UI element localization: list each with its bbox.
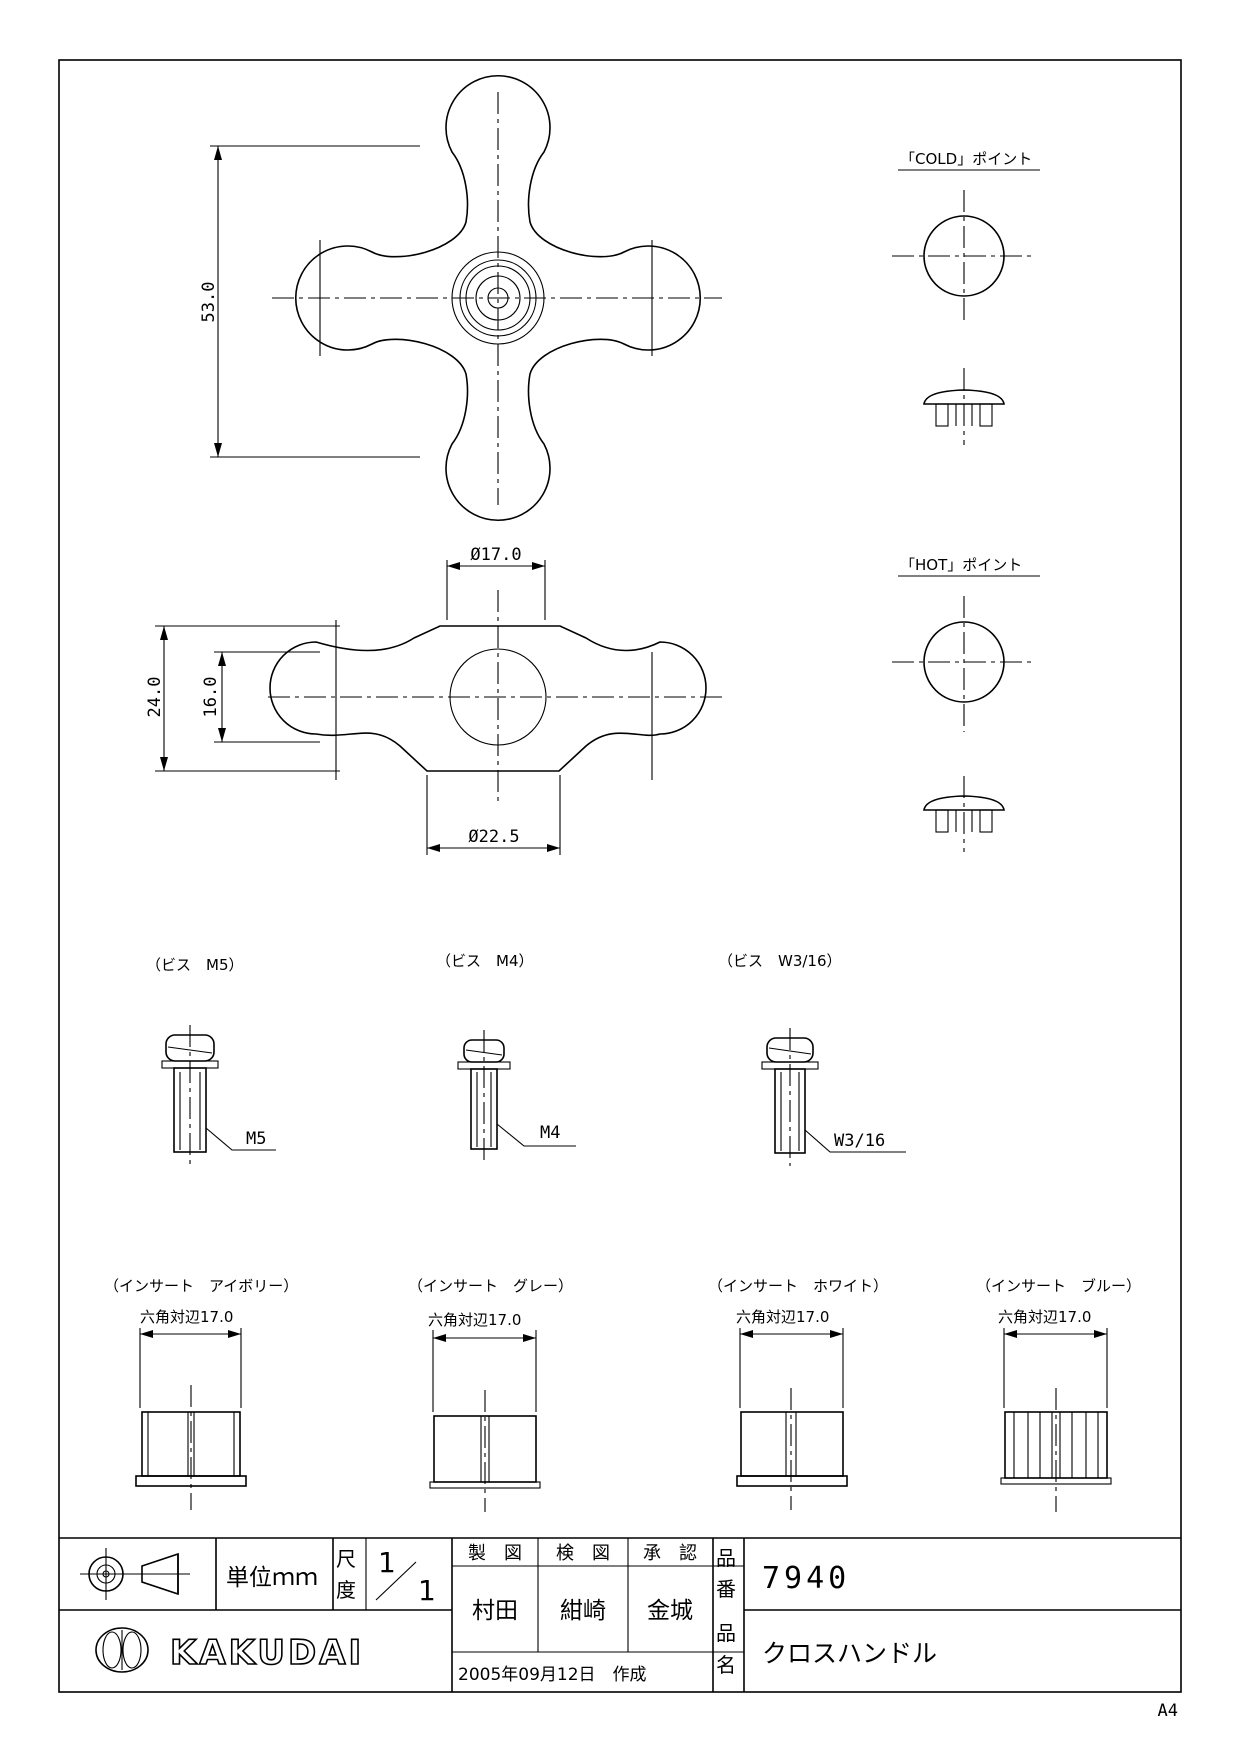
- drawn-by: 村田: [472, 1598, 518, 1624]
- side-view: Ø17.0 Ø22.5 24.0 16.0: [145, 545, 722, 855]
- part-name-label-1: 品: [716, 1621, 736, 1645]
- company-name: KAKUDAI: [170, 1633, 364, 1673]
- dim-17: Ø17.0: [470, 545, 521, 565]
- dim-22-5: Ø22.5: [468, 827, 519, 847]
- insert-gray-title: （インサート グレー）: [408, 1277, 573, 1295]
- insert-white-dim: 六角対辺17.0: [736, 1308, 829, 1326]
- screw-w316-title: （ビス W3/16）: [718, 952, 842, 970]
- screw-m4-callout: M4: [540, 1123, 560, 1143]
- insert-white-title: （インサート ホワイト）: [708, 1277, 888, 1295]
- title-block: 単位ｍｍ 尺 度 1 1 製 図 検 図 承 認 村田 紺崎 金城 2005年0…: [59, 1537, 1181, 1692]
- insert-ivory-dim: 六角対辺17.0: [140, 1308, 233, 1326]
- scale-numerator: 1: [378, 1546, 396, 1579]
- insert-gray-dim: 六角対辺17.0: [428, 1311, 521, 1329]
- screw-m4-title: （ビス M4）: [436, 952, 534, 970]
- third-angle-projection-icon: [80, 1548, 190, 1600]
- scale-label-2: 度: [336, 1578, 356, 1602]
- screw-w3-16: （ビス W3/16） W3/16: [718, 952, 906, 1166]
- date-created: 2005年09月12日 作成: [458, 1665, 647, 1685]
- drawn-label: 製 図: [468, 1543, 522, 1564]
- insert-ivory: （インサート アイボリー） 六角対辺17.0: [104, 1277, 298, 1510]
- insert-ivory-title: （インサート アイボリー）: [104, 1277, 298, 1295]
- unit-label: 単位ｍｍ: [226, 1565, 318, 1591]
- scale-label-1: 尺: [336, 1547, 356, 1571]
- insert-blue-dim: 六角対辺17.0: [998, 1308, 1091, 1326]
- insert-blue: （インサート ブルー） 六角対辺17.0: [976, 1277, 1141, 1512]
- part-no-label-2: 番: [716, 1577, 736, 1601]
- screw-m5: （ビス M5） M5: [146, 956, 276, 1165]
- screw-w316-callout: W3/16: [834, 1131, 885, 1151]
- top-view: 53.0: [199, 74, 722, 522]
- checked-by: 紺崎: [560, 1598, 606, 1624]
- paper-size: A4: [1158, 1701, 1178, 1721]
- kakudai-logo-icon: [95, 1627, 149, 1673]
- cold-label: 「COLD」ポイント: [900, 150, 1032, 168]
- screw-m5-callout: M5: [246, 1129, 266, 1149]
- screw-m4: （ビス M4） M4: [436, 952, 576, 1160]
- dim-16: 16.0: [201, 677, 221, 718]
- screw-m5-title: （ビス M5）: [146, 956, 244, 974]
- scale-denominator: 1: [418, 1574, 436, 1607]
- checked-label: 検 図: [556, 1543, 610, 1564]
- part-name: クロスハンドル: [762, 1639, 937, 1668]
- cold-point-detail: 「COLD」ポイント: [892, 150, 1040, 445]
- approved-label: 承 認: [643, 1543, 697, 1564]
- part-number: 7940: [762, 1561, 850, 1596]
- approved-by: 金城: [647, 1598, 693, 1624]
- dim-53: 53.0: [199, 282, 219, 323]
- insert-gray: （インサート グレー） 六角対辺17.0: [408, 1277, 573, 1512]
- hot-point-detail: 「HOT」ポイント: [892, 556, 1040, 852]
- insert-blue-title: （インサート ブルー）: [976, 1277, 1141, 1295]
- hot-label: 「HOT」ポイント: [900, 556, 1022, 574]
- dim-24: 24.0: [145, 677, 165, 718]
- insert-white: （インサート ホワイト） 六角対辺17.0: [708, 1277, 888, 1510]
- part-no-label-1: 品: [716, 1546, 736, 1570]
- part-name-label-2: 名: [716, 1653, 736, 1677]
- sheet-border: [58, 59, 1182, 1693]
